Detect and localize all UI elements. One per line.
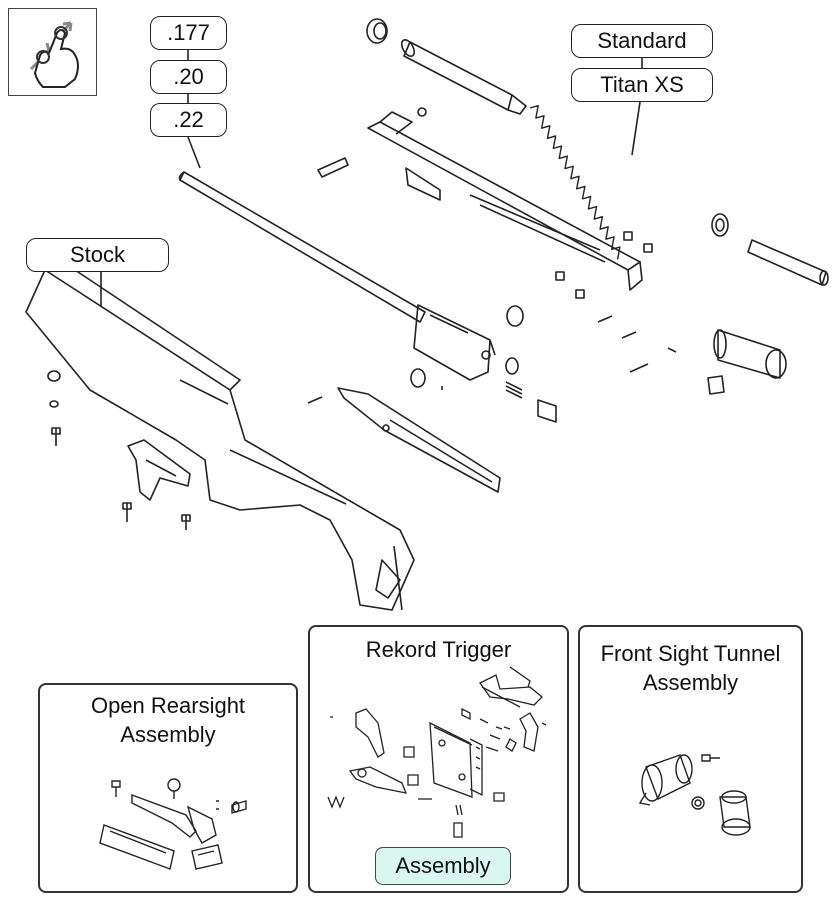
rearsight-assembly-panel[interactable]: Open Rearsight Assembly [38,683,298,893]
rekord-trigger-parts-drawing [327,666,547,838]
caliber-22-button[interactable]: .22 [150,103,227,137]
rearsight-parts-drawing [99,778,247,870]
rearsight-title: Open Rearsight Assembly [40,691,296,749]
front-sight-parts-drawing [638,754,751,836]
caliber-177-button[interactable]: .177 [150,16,227,50]
stock-button[interactable]: Stock [26,238,169,272]
front-sight-tunnel-panel[interactable]: Front Sight Tunnel Assembly [578,625,803,893]
caliber-20-button[interactable]: .20 [150,60,227,94]
pinch-zoom-icon[interactable] [8,8,97,96]
front-sight-title-line1: Front Sight Tunnel [600,641,781,666]
spring-standard-button[interactable]: Standard [571,24,713,58]
rearsight-title-line1: Open Rearsight [90,693,246,718]
spring-titan-xs-button[interactable]: Titan XS [571,68,713,102]
trigger-assembly-button[interactable]: Assembly [375,847,511,885]
front-sight-title: Front Sight Tunnel Assembly [580,639,801,697]
rekord-trigger-panel[interactable]: Rekord Trigger [308,625,569,893]
front-sight-title-line2: Assembly [642,670,739,695]
rearsight-title-line2: Assembly [120,722,216,747]
rekord-trigger-title: Rekord Trigger [365,637,512,662]
